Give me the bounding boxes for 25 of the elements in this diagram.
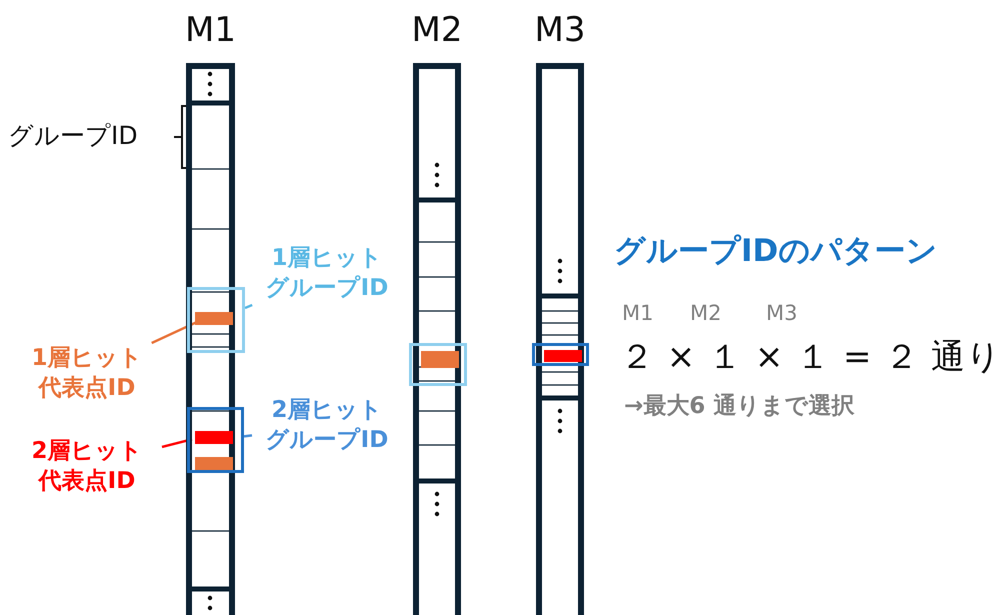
column-label: M2	[690, 301, 722, 325]
highlighted-cell	[544, 350, 582, 362]
highlighted-cell	[195, 312, 233, 325]
formula-text: ２ × １ × １ = ２ 通り	[620, 336, 993, 379]
highlighted-cell	[195, 457, 233, 470]
column-heading: M1	[184, 9, 237, 52]
callout-text: 2層ヒットグループID	[264, 395, 390, 455]
label-text: グループID	[8, 120, 138, 152]
callout-text: 1層ヒットグループID	[264, 243, 390, 303]
note-text: →最大6 通りまで選択	[624, 392, 854, 421]
leader-line	[244, 434, 252, 438]
title: グループIDのパターン	[614, 232, 938, 271]
callout-text: 2層ヒット代表点ID	[30, 436, 144, 496]
column-label: M3	[766, 301, 798, 325]
highlight-frame	[187, 407, 244, 473]
column-heading: M2	[410, 9, 464, 52]
column-heading: M3	[534, 9, 586, 52]
highlight-frame	[187, 287, 245, 353]
leader-line	[244, 304, 253, 310]
callout-text: 1層ヒット代表点ID	[30, 343, 144, 403]
column-label: M1	[622, 301, 654, 325]
highlighted-cell	[421, 351, 459, 368]
highlight-frame	[532, 343, 589, 366]
highlighted-cell	[195, 431, 233, 444]
highlight-frame	[409, 343, 467, 386]
